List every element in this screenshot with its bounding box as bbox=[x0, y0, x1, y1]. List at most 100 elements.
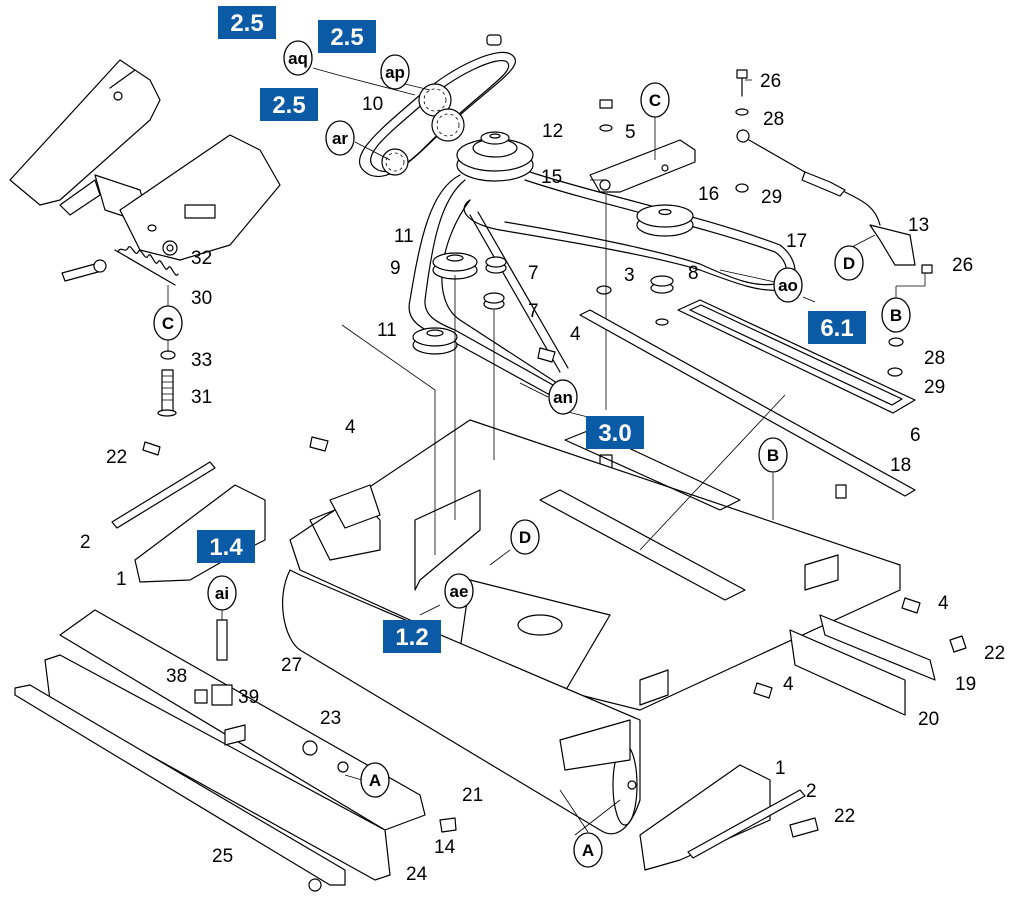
ref-box bbox=[318, 20, 376, 53]
callout-c28b: 28 bbox=[924, 348, 945, 369]
oval-shape bbox=[360, 762, 390, 798]
oval-shape bbox=[548, 379, 578, 415]
roller-27 bbox=[282, 569, 641, 835]
callout-c27: 27 bbox=[281, 655, 302, 676]
ref-r-1-2: 1.2 bbox=[383, 620, 441, 653]
oval-shape bbox=[207, 575, 237, 611]
oval-o-B-mid: B bbox=[758, 437, 788, 473]
ref-label: 2.5 bbox=[230, 10, 263, 37]
callout-c9: 9 bbox=[390, 258, 401, 279]
callout-c22c: 22 bbox=[834, 806, 855, 827]
ref-r-1-4: 1.4 bbox=[197, 530, 255, 563]
callout-c39: 39 bbox=[238, 687, 259, 708]
ref-label: 2.5 bbox=[330, 24, 363, 51]
callout-c22b: 22 bbox=[984, 643, 1005, 664]
callout-c4b: 4 bbox=[345, 417, 356, 438]
oval-label: C bbox=[162, 314, 174, 333]
ref-label: 3.0 bbox=[598, 420, 631, 447]
callout-c7a: 7 bbox=[528, 263, 539, 284]
callout-c11b: 11 bbox=[377, 320, 397, 341]
oval-o-aq: aq bbox=[283, 40, 313, 76]
oval-o-ap: ap bbox=[380, 54, 410, 90]
callout-c6: 6 bbox=[910, 425, 921, 446]
idler-7-lower bbox=[483, 292, 505, 310]
ref-r-6-1: 6.1 bbox=[808, 311, 866, 344]
ref-box bbox=[586, 416, 644, 449]
ref-r-2-5-b: 2.5 bbox=[318, 20, 376, 53]
ref-box bbox=[383, 620, 441, 653]
ref-label: 6.1 bbox=[820, 315, 853, 342]
oval-shape bbox=[325, 120, 355, 156]
ref-box bbox=[218, 6, 276, 39]
callout-c29a: 29 bbox=[761, 187, 782, 208]
callout-c33: 33 bbox=[191, 350, 212, 371]
callout-c15: 15 bbox=[541, 167, 562, 188]
oval-shape bbox=[153, 305, 183, 341]
callout-c26b: 26 bbox=[952, 255, 973, 276]
callout-c32: 32 bbox=[191, 248, 212, 269]
callout-c4d: 4 bbox=[783, 674, 794, 695]
callout-c13: 13 bbox=[908, 215, 929, 236]
ref-box bbox=[808, 311, 866, 344]
handle-pivot-arm bbox=[9, 59, 281, 261]
frame-6 bbox=[677, 299, 916, 414]
ref-label: 1.2 bbox=[395, 624, 428, 651]
side-plate-1-right bbox=[639, 764, 771, 871]
idler-8 bbox=[650, 275, 674, 326]
bolt-31 bbox=[157, 350, 177, 417]
oval-label: C bbox=[649, 91, 661, 110]
callout-c25: 25 bbox=[212, 846, 233, 867]
ref-box bbox=[197, 530, 255, 563]
callout-c2a: 2 bbox=[80, 532, 91, 553]
oval-o-ai: ai bbox=[207, 575, 237, 611]
oval-shape bbox=[283, 40, 313, 76]
callout-c16: 16 bbox=[698, 184, 719, 205]
callout-c2b: 2 bbox=[806, 781, 817, 802]
oval-label: A bbox=[582, 841, 594, 860]
pulley-16 bbox=[636, 204, 694, 237]
hardware-21-23 bbox=[302, 740, 457, 892]
oval-label: an bbox=[553, 388, 573, 407]
oval-o-A-mid: A bbox=[360, 762, 390, 798]
oval-label: B bbox=[890, 306, 902, 325]
blade-25 bbox=[14, 684, 346, 886]
oval-o-ae: ae bbox=[444, 573, 474, 609]
oval-o-ao: ao bbox=[773, 267, 803, 303]
oval-o-D-right: D bbox=[834, 245, 864, 281]
oval-label: aq bbox=[288, 49, 308, 68]
strip-2-left bbox=[111, 461, 216, 529]
callout-c12: 12 bbox=[542, 121, 563, 142]
callout-c1a: 1 bbox=[116, 569, 127, 590]
oval-shape bbox=[510, 519, 540, 555]
pulley-11-lower bbox=[412, 327, 458, 355]
callout-c21: 21 bbox=[462, 785, 483, 806]
oval-o-C-top: C bbox=[640, 82, 670, 118]
callout-c24: 24 bbox=[406, 864, 428, 885]
callout-c4c: 4 bbox=[938, 593, 949, 614]
oval-label: ao bbox=[778, 276, 798, 295]
oval-shape bbox=[444, 573, 474, 609]
idler-7-upper bbox=[485, 256, 507, 274]
ref-r-2-5-a: 2.5 bbox=[218, 6, 276, 39]
bolt-22 bbox=[142, 441, 967, 838]
callout-c10: 10 bbox=[362, 94, 383, 115]
ref-r-2-5-c: 2.5 bbox=[260, 88, 318, 121]
callout-c30: 30 bbox=[191, 288, 212, 309]
oval-o-C-left: C bbox=[153, 305, 183, 341]
callout-c1b: 1 bbox=[775, 758, 786, 779]
ref-label: 2.5 bbox=[272, 92, 305, 119]
oval-shape bbox=[573, 832, 603, 868]
blade-14 bbox=[59, 609, 426, 831]
belts bbox=[408, 171, 796, 396]
ref-box bbox=[260, 88, 318, 121]
callout-c18: 18 bbox=[890, 455, 911, 476]
oval-shape bbox=[758, 437, 788, 473]
callout-c4a: 4 bbox=[570, 324, 581, 345]
callout-c19: 19 bbox=[955, 674, 976, 695]
callout-c7b: 7 bbox=[528, 301, 539, 322]
oval-o-an: an bbox=[548, 379, 578, 415]
callout-c38: 38 bbox=[166, 666, 187, 687]
